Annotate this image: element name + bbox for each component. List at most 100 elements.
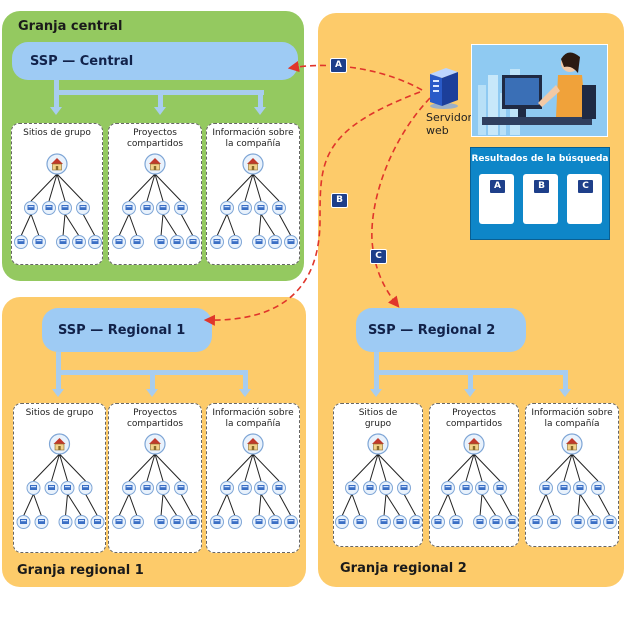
subsite-icon xyxy=(252,515,266,529)
arrow-r1-3 xyxy=(239,389,251,397)
subsite-icon xyxy=(268,235,282,249)
site-label: Información sobre la compañía xyxy=(212,128,294,149)
site-box-central-2[interactable]: Proyectos compartidos xyxy=(108,123,202,265)
subsite-icon xyxy=(557,481,571,495)
subsite-icon xyxy=(493,481,507,495)
site-box-r1-1[interactable]: Sitios de grupo xyxy=(13,403,106,553)
site-box-r2-3[interactable]: Información sobre la compañía xyxy=(525,403,619,547)
subsite-icon xyxy=(130,235,144,249)
subsite-icon xyxy=(220,201,234,215)
web-server-icon[interactable] xyxy=(424,66,464,110)
site-box-r1-3[interactable]: Información sobre la compañía xyxy=(206,403,300,553)
arrow-central-2 xyxy=(154,107,166,115)
subsite-icon xyxy=(140,481,154,495)
subsite-icon xyxy=(32,235,46,249)
subsite-icon xyxy=(24,201,38,215)
search-results-panel[interactable]: Resultados de la búsqueda A B C xyxy=(470,147,610,240)
home-site-icon xyxy=(144,433,166,455)
subsite-icon xyxy=(284,235,298,249)
subsite-icon xyxy=(88,235,102,249)
subsite-icon xyxy=(345,481,359,495)
site-label: Sitios de grupo xyxy=(23,128,91,138)
ssp-regional1[interactable]: SSP — Regional 1 xyxy=(42,308,212,352)
site-box-central-3[interactable]: Información sobre la compañía xyxy=(206,123,300,265)
subsite-icon xyxy=(449,515,463,529)
site-tree-icon xyxy=(16,433,105,529)
home-site-icon xyxy=(561,433,583,455)
subsite-icon xyxy=(252,235,266,249)
subsite-icon xyxy=(335,515,349,529)
web-server-label: Servidor web xyxy=(426,111,473,137)
user-at-computer-icon xyxy=(472,45,607,136)
subsite-icon xyxy=(489,515,503,529)
ssp-central-label: SSP — Central xyxy=(30,53,134,69)
subsite-icon xyxy=(505,515,518,529)
subsite-icon xyxy=(174,201,188,215)
pipe-r1-drop xyxy=(56,352,61,374)
subsite-icon xyxy=(393,515,407,529)
home-site-icon xyxy=(242,153,264,175)
result-card-c[interactable]: C xyxy=(567,174,602,224)
subsite-icon xyxy=(90,515,105,529)
ssp-regional2-label: SSP — Regional 2 xyxy=(368,322,496,338)
subsite-icon xyxy=(409,515,422,529)
site-box-r2-2[interactable]: Proyectos compartidos xyxy=(429,403,519,547)
subsite-icon xyxy=(140,201,154,215)
subsite-icon xyxy=(254,201,268,215)
subsite-icon xyxy=(587,515,601,529)
subsite-icon xyxy=(254,481,268,495)
subsite-icon xyxy=(571,515,585,529)
subsite-icon xyxy=(272,201,286,215)
site-label: Sitios de grupo xyxy=(358,408,398,429)
subsite-icon xyxy=(34,515,49,529)
subsite-icon xyxy=(186,515,200,529)
subsite-icon xyxy=(441,481,455,495)
ssp-regional2[interactable]: SSP — Regional 2 xyxy=(356,308,526,352)
search-results-title: Resultados de la búsqueda xyxy=(471,154,609,164)
subsite-icon xyxy=(603,515,617,529)
subsite-icon xyxy=(156,201,170,215)
subsite-icon xyxy=(475,481,489,495)
subsite-icon xyxy=(72,235,86,249)
site-label: Proyectos compartidos xyxy=(126,408,184,429)
pipe-central-1 xyxy=(54,90,59,108)
connection-badge-a: A xyxy=(330,58,347,73)
site-box-central-1[interactable]: Sitios de grupo xyxy=(11,123,103,265)
subsite-icon xyxy=(174,481,188,495)
subsite-icon xyxy=(379,481,393,495)
connection-badge-b: B xyxy=(331,193,348,208)
result-badge-a: A xyxy=(489,179,506,194)
site-tree-icon xyxy=(529,433,617,529)
regional1-farm-title: Granja regional 1 xyxy=(17,563,144,578)
site-label: Información sobre la compañía xyxy=(531,408,613,429)
connection-c-line xyxy=(371,97,431,308)
subsite-icon xyxy=(42,201,56,215)
subsite-icon xyxy=(170,515,184,529)
subsite-icon xyxy=(272,481,286,495)
subsite-icon xyxy=(154,235,168,249)
arrow-r2-1 xyxy=(370,389,382,397)
subsite-icon xyxy=(473,515,487,529)
subsite-icon xyxy=(363,481,377,495)
site-box-r1-2[interactable]: Proyectos compartidos xyxy=(108,403,202,553)
ssp-central[interactable]: SSP — Central xyxy=(12,42,298,80)
subsite-icon xyxy=(377,515,391,529)
subsite-icon xyxy=(78,481,93,495)
subsite-icon xyxy=(397,481,411,495)
result-card-a[interactable]: A xyxy=(479,174,514,224)
connection-a-line xyxy=(287,61,423,91)
site-tree-icon xyxy=(210,153,298,249)
result-card-b[interactable]: B xyxy=(523,174,558,224)
subsite-icon xyxy=(228,515,242,529)
site-box-r2-1[interactable]: Sitios de grupo xyxy=(333,403,423,547)
site-tree-icon xyxy=(14,153,102,249)
central-farm-title: Granja central xyxy=(18,19,123,34)
site-label: Proyectos compartidos xyxy=(126,128,184,149)
arrow-r2-3 xyxy=(559,389,571,397)
ssp-regional1-label: SSP — Regional 1 xyxy=(58,322,186,338)
arrow-r1-2 xyxy=(146,389,158,397)
subsite-icon xyxy=(58,201,72,215)
subsite-icon xyxy=(14,235,28,249)
pipe-central-3 xyxy=(258,90,263,108)
